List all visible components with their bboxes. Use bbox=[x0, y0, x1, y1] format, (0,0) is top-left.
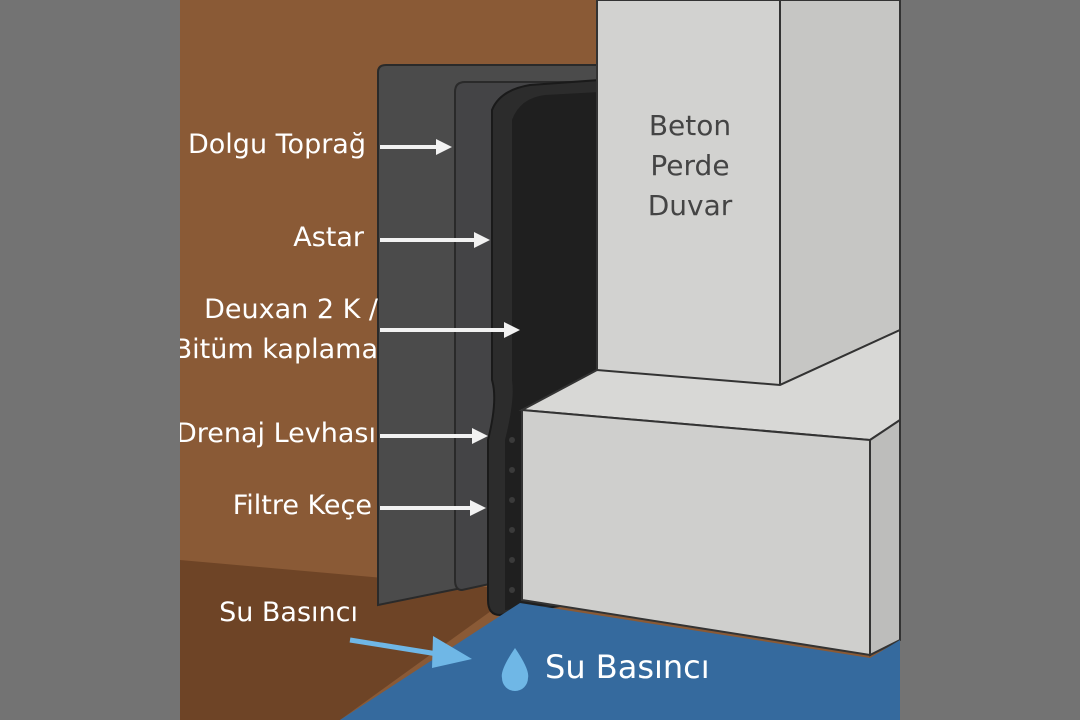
label-fill-soil: Dolgu Toprağ bbox=[188, 129, 366, 160]
wall-label: Beton Perde Duvar bbox=[600, 106, 780, 226]
water-arrowhead bbox=[432, 636, 472, 668]
drainage-dimples bbox=[509, 437, 515, 593]
water bbox=[340, 603, 900, 720]
wall-label-line2: Perde bbox=[650, 149, 730, 182]
arrows bbox=[380, 139, 520, 516]
water-label: Su Basıncı bbox=[545, 648, 710, 686]
label-coating-line1: Deuxan 2 K / bbox=[204, 294, 378, 325]
water-drop-icon bbox=[501, 648, 529, 691]
concrete-wall-side bbox=[779, 0, 901, 387]
label-pressure: Su Basıncı bbox=[219, 597, 358, 628]
concrete-wall-front bbox=[596, 0, 781, 386]
label-filter: Filtre Keçe bbox=[232, 490, 372, 521]
label-coating-line2: Bitüm kaplama bbox=[180, 334, 378, 365]
label-drainage: Drenaj Levhası bbox=[180, 418, 376, 449]
wall-label-line3: Duvar bbox=[647, 189, 733, 222]
label-primer: Astar bbox=[293, 222, 364, 253]
footing-side bbox=[869, 418, 901, 657]
labels-area: Dolgu Toprağ Astar Deuxan 2 K / Bitüm ka… bbox=[180, 0, 380, 720]
wall-label-line1: Beton bbox=[648, 109, 732, 142]
